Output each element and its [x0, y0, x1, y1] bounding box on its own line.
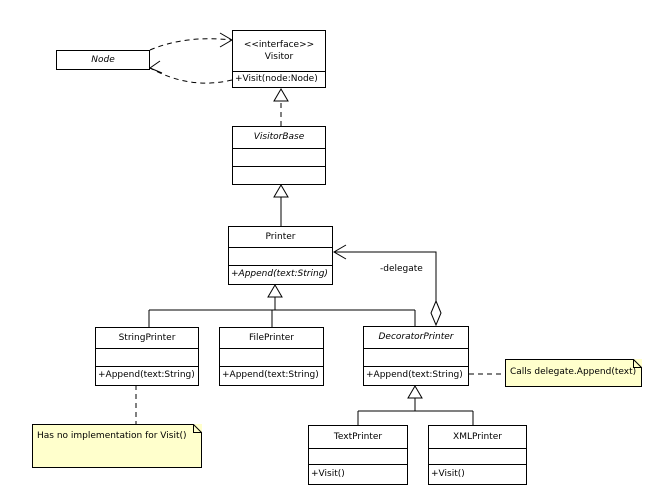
- class-decoratorprinter-name: DecoratorPrinter: [378, 332, 454, 342]
- delegate-arrowhead: [333, 244, 347, 260]
- xmlprinter-method: +Visit(): [431, 469, 465, 479]
- class-printer: Printer +Append(text:String): [228, 226, 333, 285]
- class-visitorbase: VisitorBase: [232, 126, 326, 185]
- class-fileprinter: FilePrinter +Append(text:String): [219, 327, 324, 386]
- textprinter-method: +Visit(): [311, 469, 345, 479]
- note-stringprinter: Has no implementation for Visit(): [32, 424, 202, 468]
- stringprinter-method: +Append(text:String): [98, 370, 195, 380]
- class-textprinter: TextPrinter +Visit(): [308, 425, 408, 485]
- class-node: Node: [56, 50, 150, 70]
- delegate-association-line: [334, 251, 437, 305]
- fileprinter-method: +Append(text:String): [222, 370, 319, 380]
- class-decoratorprinter: DecoratorPrinter +Append(text:String): [363, 326, 469, 386]
- node-to-visitor-dependency: [149, 38, 233, 51]
- printer-children-arrowhead: [267, 284, 283, 298]
- class-node-name: Node: [91, 55, 115, 65]
- class-visitor-name: Visitor: [264, 52, 294, 62]
- note-decorator-text: Calls delegate.Append(text): [510, 367, 637, 377]
- visitor-to-node-dependency: [149, 67, 233, 84]
- class-printer-name: Printer: [265, 232, 296, 242]
- printer-generalization-arrowhead: [273, 184, 289, 198]
- dependency-arrowhead-node: [148, 60, 163, 74]
- decoratorprinter-method: +Append(text:String): [366, 370, 463, 380]
- note-decorator-shape: [505, 359, 642, 387]
- printer-method: +Append(text:String): [231, 269, 328, 279]
- note-stringprinter-shape: [32, 424, 202, 468]
- class-xmlprinter: XMLPrinter +Visit(): [428, 425, 527, 485]
- aggregation-diamond: [430, 299, 442, 327]
- note-stringprinter-text: Has no implementation for Visit(): [37, 431, 187, 441]
- decorator-children-arrowhead: [407, 385, 423, 399]
- class-stringprinter: StringPrinter +Append(text:String): [95, 327, 199, 386]
- visitor-method: +Visit(node:Node): [235, 74, 318, 84]
- class-textprinter-name: TextPrinter: [333, 432, 383, 442]
- class-visitorbase-name: VisitorBase: [253, 132, 305, 142]
- visitor-stereotype: <<interface>>: [243, 40, 315, 50]
- class-stringprinter-name: StringPrinter: [118, 333, 176, 343]
- realization-arrowhead: [273, 88, 289, 102]
- note-decorator: Calls delegate.Append(text): [505, 359, 642, 387]
- class-fileprinter-name: FilePrinter: [249, 333, 294, 343]
- delegate-label: -delegate: [380, 264, 423, 274]
- class-visitor: <<interface>> Visitor +Visit(node:Node): [232, 30, 326, 88]
- class-xmlprinter-name: XMLPrinter: [453, 432, 502, 442]
